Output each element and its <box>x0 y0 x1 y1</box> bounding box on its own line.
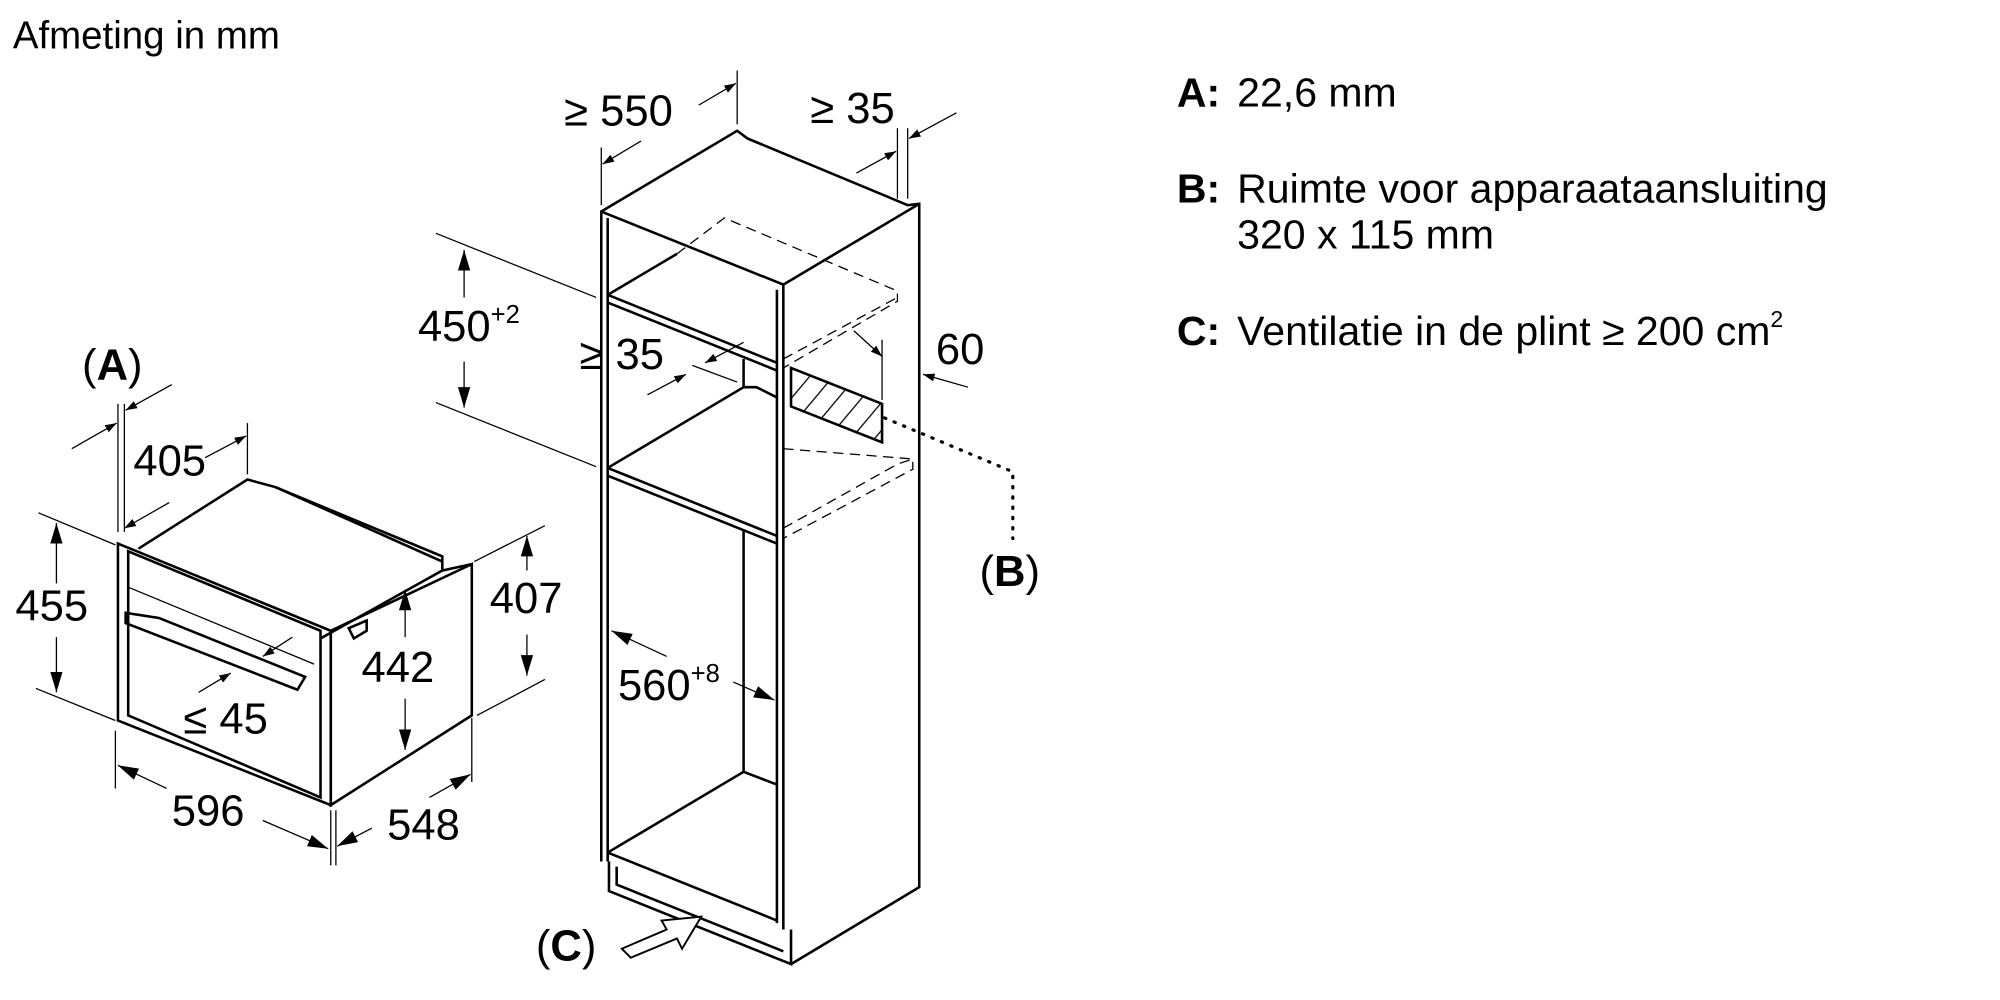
dim-560: 560+8 <box>618 660 720 710</box>
label-b: (B) <box>979 548 1040 596</box>
oven-side-grip <box>346 618 368 641</box>
dim-442: 442 <box>362 644 435 692</box>
connection-area-b <box>789 366 884 445</box>
legend-c-key: C: <box>1177 308 1220 354</box>
dim-407: 407 <box>490 575 563 623</box>
dim-35-mid: ≥ 35 <box>579 331 663 379</box>
dim-door-gap: ≤ 45 <box>183 695 268 743</box>
legend: A: 22,6 mm B: Ruimte voor apparaataanslu… <box>1177 69 1828 353</box>
dim-450: 450+2 <box>418 301 520 351</box>
dim-596: 596 <box>172 788 245 836</box>
svg-text:(A): (A) <box>82 341 143 389</box>
dim-550: ≥ 550 <box>564 88 673 136</box>
label-c: (C) <box>536 922 597 970</box>
label-a: A <box>97 341 128 389</box>
legend-a-key: A: <box>1177 69 1220 115</box>
legend-b-text-1: Ruimte voor apparaataansluiting <box>1237 166 1828 212</box>
legend-a-text: 22,6 mm <box>1237 69 1397 115</box>
dim-35-top: ≥ 35 <box>810 85 894 133</box>
diagram-title: Afmeting in mm <box>13 15 280 58</box>
ventilation-arrow-icon <box>620 915 704 959</box>
dim-548: 548 <box>387 802 460 850</box>
cabinet-drawing: ≥ 550 ≥ 35 450+2 ≥ 35 60 560+8 (B) (C) <box>418 70 1040 970</box>
oven-handle <box>124 611 307 692</box>
legend-b-key: B: <box>1177 166 1220 212</box>
dim-60: 60 <box>936 326 984 374</box>
dim-405: 405 <box>133 438 206 486</box>
oven-drawing: (A) 405 455 407 442 ≤ 45 596 548 <box>15 341 563 866</box>
dim-455: 455 <box>15 583 88 631</box>
legend-b-text-2: 320 x 115 mm <box>1237 212 1494 258</box>
legend-c-text: Ventilatie in de plint ≥ 200 cm2 <box>1237 306 1783 354</box>
